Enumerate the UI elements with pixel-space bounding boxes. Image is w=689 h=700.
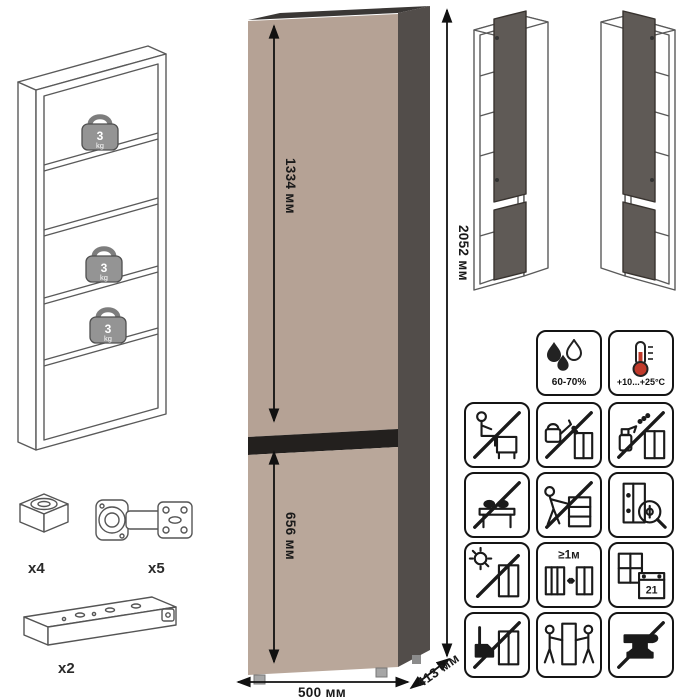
no-heavy-icon [608,612,674,678]
temperature-icon: +10...+25°C [608,330,674,396]
no-impact-icon [464,612,530,678]
width-label: 500 мм [297,685,347,700]
no-solvents-icon [608,402,674,468]
svg-text:3: 3 [105,322,112,336]
dimension-arrows [236,8,453,690]
weight-3kg-icon: 3 kg [85,246,123,283]
foot-hardware-icon [19,493,69,533]
plinth-count-label: x2 [58,660,75,677]
cabinet-side-face [398,6,430,667]
weight-3kg-icon: 3 kg [81,114,119,151]
plinth-hardware-icon [23,596,177,646]
cabinet-lower-door [248,447,398,675]
cabinet-divider [248,429,398,455]
svg-text:kg: kg [96,141,104,150]
hinge-hardware-icon [95,499,193,541]
humidity-value-label: 60-70% [551,376,587,388]
shelf-load-diagram: 3 kg 3 kg 3 kg [17,45,167,451]
no-dragging-icon [536,472,602,538]
svg-text:3: 3 [101,261,108,275]
cabinet-render [236,6,453,690]
cabinet-top-face [248,6,430,20]
lower-door-height-label: 656 мм [283,512,298,561]
humidity-icon: 60-70% [536,330,602,396]
door-mounting-diagram [473,10,676,291]
no-standing-icon [464,472,530,538]
door-adjustment-icon [608,472,674,538]
cabinet-door-left-variant [473,10,549,291]
no-sitting-icon [464,402,530,468]
no-sunlight-icon [464,542,530,608]
cabinet-door-right-variant [600,10,676,291]
svg-text:21: 21 [646,584,658,596]
heater-distance-icon: ≥1м [536,542,602,608]
weight-3kg-icon: 3 kg [89,307,127,344]
upper-door-height-label: 1334 мм [283,158,298,214]
cabinet-foot [375,667,388,678]
no-liquids-icon [536,402,602,468]
acclimatization-icon: 21 [608,542,674,608]
cabinet-upper-door [248,14,398,437]
temperature-value-label: +10...+25°C [616,377,666,387]
svg-text:kg: kg [100,273,108,282]
hinge-count-label: x5 [148,560,165,577]
svg-text:kg: kg [104,334,112,343]
svg-text:≥1м: ≥1м [558,549,579,562]
svg-text:3: 3 [97,129,104,143]
foot-count-label: x4 [28,560,45,577]
cabinet-foot [412,655,421,664]
carry-icon [536,612,602,678]
